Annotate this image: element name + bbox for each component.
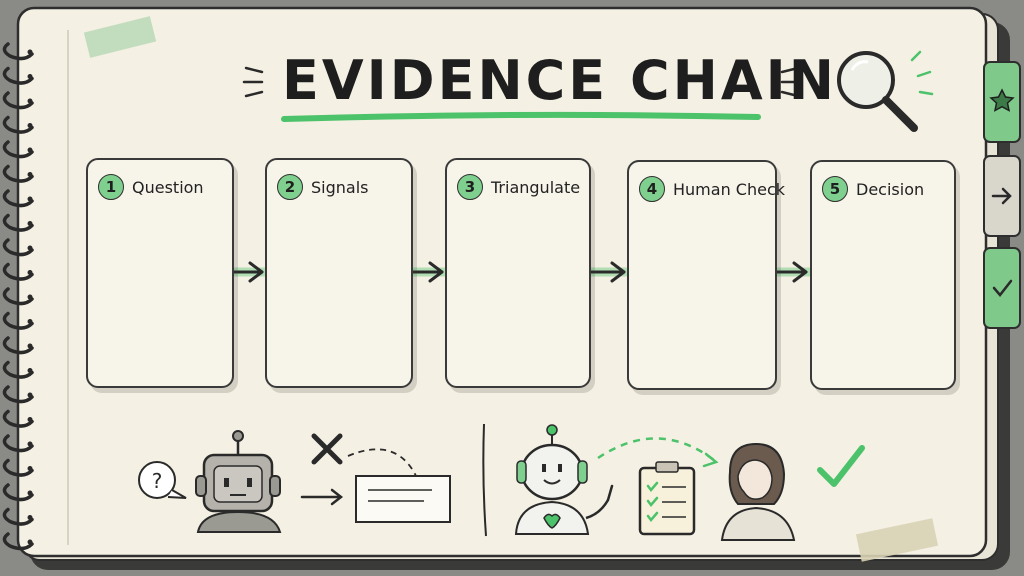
- step-label: Signals: [311, 177, 369, 197]
- dashed-curve: [347, 448, 417, 477]
- step-number-badge: 4: [639, 176, 665, 202]
- step-number-badge: 3: [457, 174, 483, 200]
- spiral-ring: [2, 287, 34, 306]
- arrow-right-icon: [248, 261, 264, 283]
- spiral-ring: [2, 189, 34, 208]
- dashed-green-arrow: [597, 437, 715, 462]
- arrow-right-icon: [991, 187, 1012, 205]
- spiral-ring: [2, 164, 34, 183]
- side-tab-check[interactable]: [983, 247, 1021, 329]
- arrow-right-icon: [300, 488, 344, 506]
- spiral-ring: [2, 42, 34, 61]
- spiral-ring: [2, 507, 34, 526]
- step-card-human-check[interactable]: 4 Human Check: [627, 160, 785, 390]
- spiral-ring: [2, 409, 34, 428]
- star-icon: [989, 88, 1015, 112]
- page-title: EVIDENCE CHAIN: [282, 49, 837, 112]
- clipboard-checklist-icon: [638, 461, 696, 536]
- spiral-ring: [2, 385, 34, 404]
- person-icon: [720, 442, 796, 541]
- step-label: Question: [132, 177, 204, 197]
- step-card-signals[interactable]: 2 Signals: [265, 158, 413, 388]
- arrow-right-icon: [428, 261, 444, 283]
- spiral-ring: [2, 66, 34, 85]
- spiral-ring: [2, 336, 34, 355]
- step-header: 2 Signals: [277, 174, 368, 200]
- arrow-right-icon: [610, 261, 626, 283]
- step-card-triangulate[interactable]: 3 Triangulate: [445, 158, 591, 388]
- x-mark-icon: [311, 433, 343, 465]
- document-box-icon: [355, 475, 451, 523]
- step-label: Decision: [856, 179, 925, 199]
- step-label: Triangulate: [491, 177, 581, 197]
- step-number-badge: 5: [822, 176, 848, 202]
- spiral-ring: [2, 311, 34, 330]
- tape-top-left: [83, 16, 157, 58]
- step-number-badge: 1: [98, 174, 124, 200]
- spiral-binding: [2, 42, 34, 551]
- spiral-ring: [2, 360, 34, 379]
- step-header: 5 Decision: [822, 176, 924, 202]
- title-sparkles-left: [242, 66, 264, 98]
- step-card-decision[interactable]: 5 Decision: [810, 160, 956, 390]
- tape-bottom-right: [855, 518, 939, 562]
- spiral-ring: [2, 213, 34, 232]
- step-card-question[interactable]: 1 Question: [86, 158, 234, 388]
- checkmark-icon: [817, 445, 865, 487]
- question-bubble-icon: ?: [138, 461, 187, 499]
- spiral-ring: [2, 483, 34, 502]
- robot-icon: [195, 430, 282, 533]
- title-underline: [281, 111, 761, 122]
- spiral-ring: [2, 434, 34, 453]
- step-label: Human Check: [673, 179, 786, 199]
- spiral-ring: [2, 115, 34, 134]
- spiral-ring: [2, 458, 34, 477]
- title-sparkles-right: [780, 66, 802, 98]
- svg-text:?: ?: [152, 469, 163, 493]
- spiral-ring: [2, 262, 34, 281]
- checkmark-icon: [992, 279, 1013, 297]
- spiral-ring: [2, 140, 34, 159]
- arrow-right-icon: [792, 261, 808, 283]
- side-tab-arrow[interactable]: [983, 155, 1021, 237]
- side-tab-star[interactable]: [983, 61, 1021, 143]
- step-header: 4 Human Check: [639, 176, 785, 202]
- step-header: 1 Question: [98, 174, 204, 200]
- magnifier-icon: [837, 50, 934, 132]
- step-number-badge: 2: [277, 174, 303, 200]
- spiral-ring: [2, 91, 34, 110]
- spiral-ring: [2, 238, 34, 257]
- friendly-robot-icon: [514, 424, 614, 535]
- section-divider: [482, 423, 487, 537]
- step-header: 3 Triangulate: [457, 174, 580, 200]
- spiral-ring: [2, 532, 34, 551]
